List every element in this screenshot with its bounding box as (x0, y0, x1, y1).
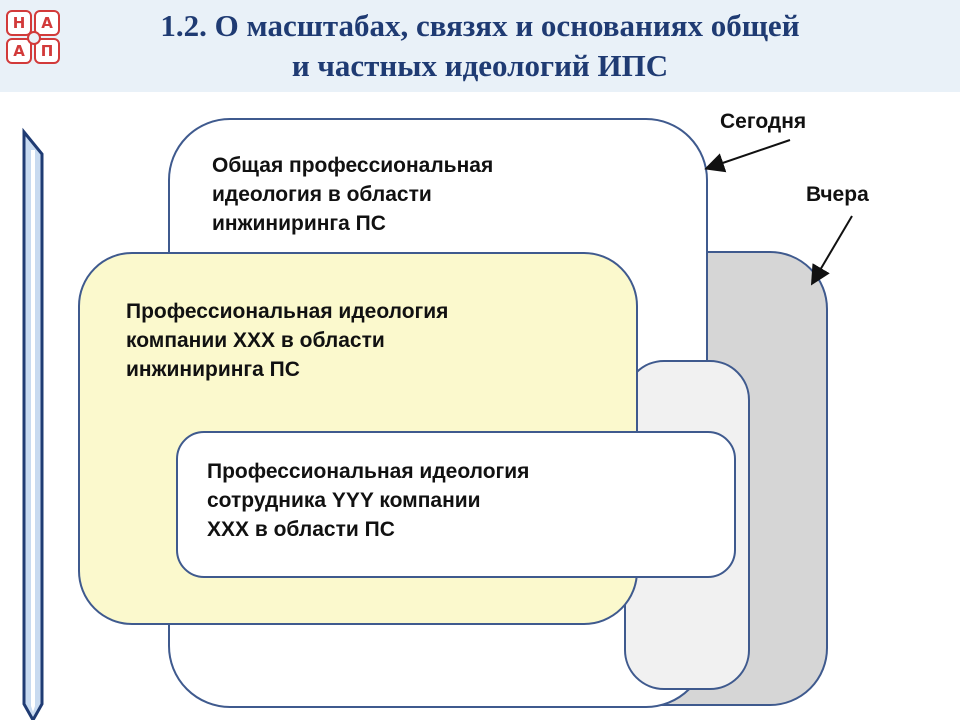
logo-letter: П (34, 38, 60, 64)
employee-ideology-text: Профессиональная идеология сотрудника YY… (207, 457, 529, 544)
logo-ring (27, 31, 41, 45)
header-bar: Н А А П 1.2. О масштабах, связях и основ… (0, 0, 960, 92)
yesterday-label: Вчера (806, 183, 869, 206)
text-line: инжиниринга ПС (126, 358, 300, 381)
text-line: ХХХ в области ПС (207, 518, 395, 541)
logo: Н А А П (6, 10, 60, 64)
text-line: Профессиональная идеология (207, 460, 530, 483)
yesterday-pointer-arrow (810, 215, 853, 286)
text-line: инжиниринга ПС (212, 212, 386, 235)
title-line-1: 1.2. О масштабах, связях и основаниях об… (160, 8, 800, 43)
today-label: Сегодня (720, 110, 807, 133)
logo-letter: Н (6, 10, 32, 36)
text-line: Общая профессиональная (212, 154, 494, 177)
today-pointer-arrow (704, 139, 791, 173)
general-ideology-text: Общая профессиональная идеология в облас… (212, 151, 493, 238)
title-line-2: и частных идеологий ИПС (291, 48, 669, 83)
vertical-scale-arrow-inner (31, 150, 35, 712)
logo-letter: А (6, 38, 32, 64)
text-line: компании ХХХ в области (126, 329, 385, 352)
text-line: сотрудника YYY компании (207, 489, 481, 512)
text-line: идеология в области (212, 183, 432, 206)
employee-ideology-box (176, 431, 736, 578)
page-title: 1.2. О масштабах, связях и основаниях об… (70, 6, 890, 86)
text-line: Профессиональная идеология (126, 300, 449, 323)
company-ideology-text: Профессиональная идеология компании ХХХ … (126, 297, 448, 384)
